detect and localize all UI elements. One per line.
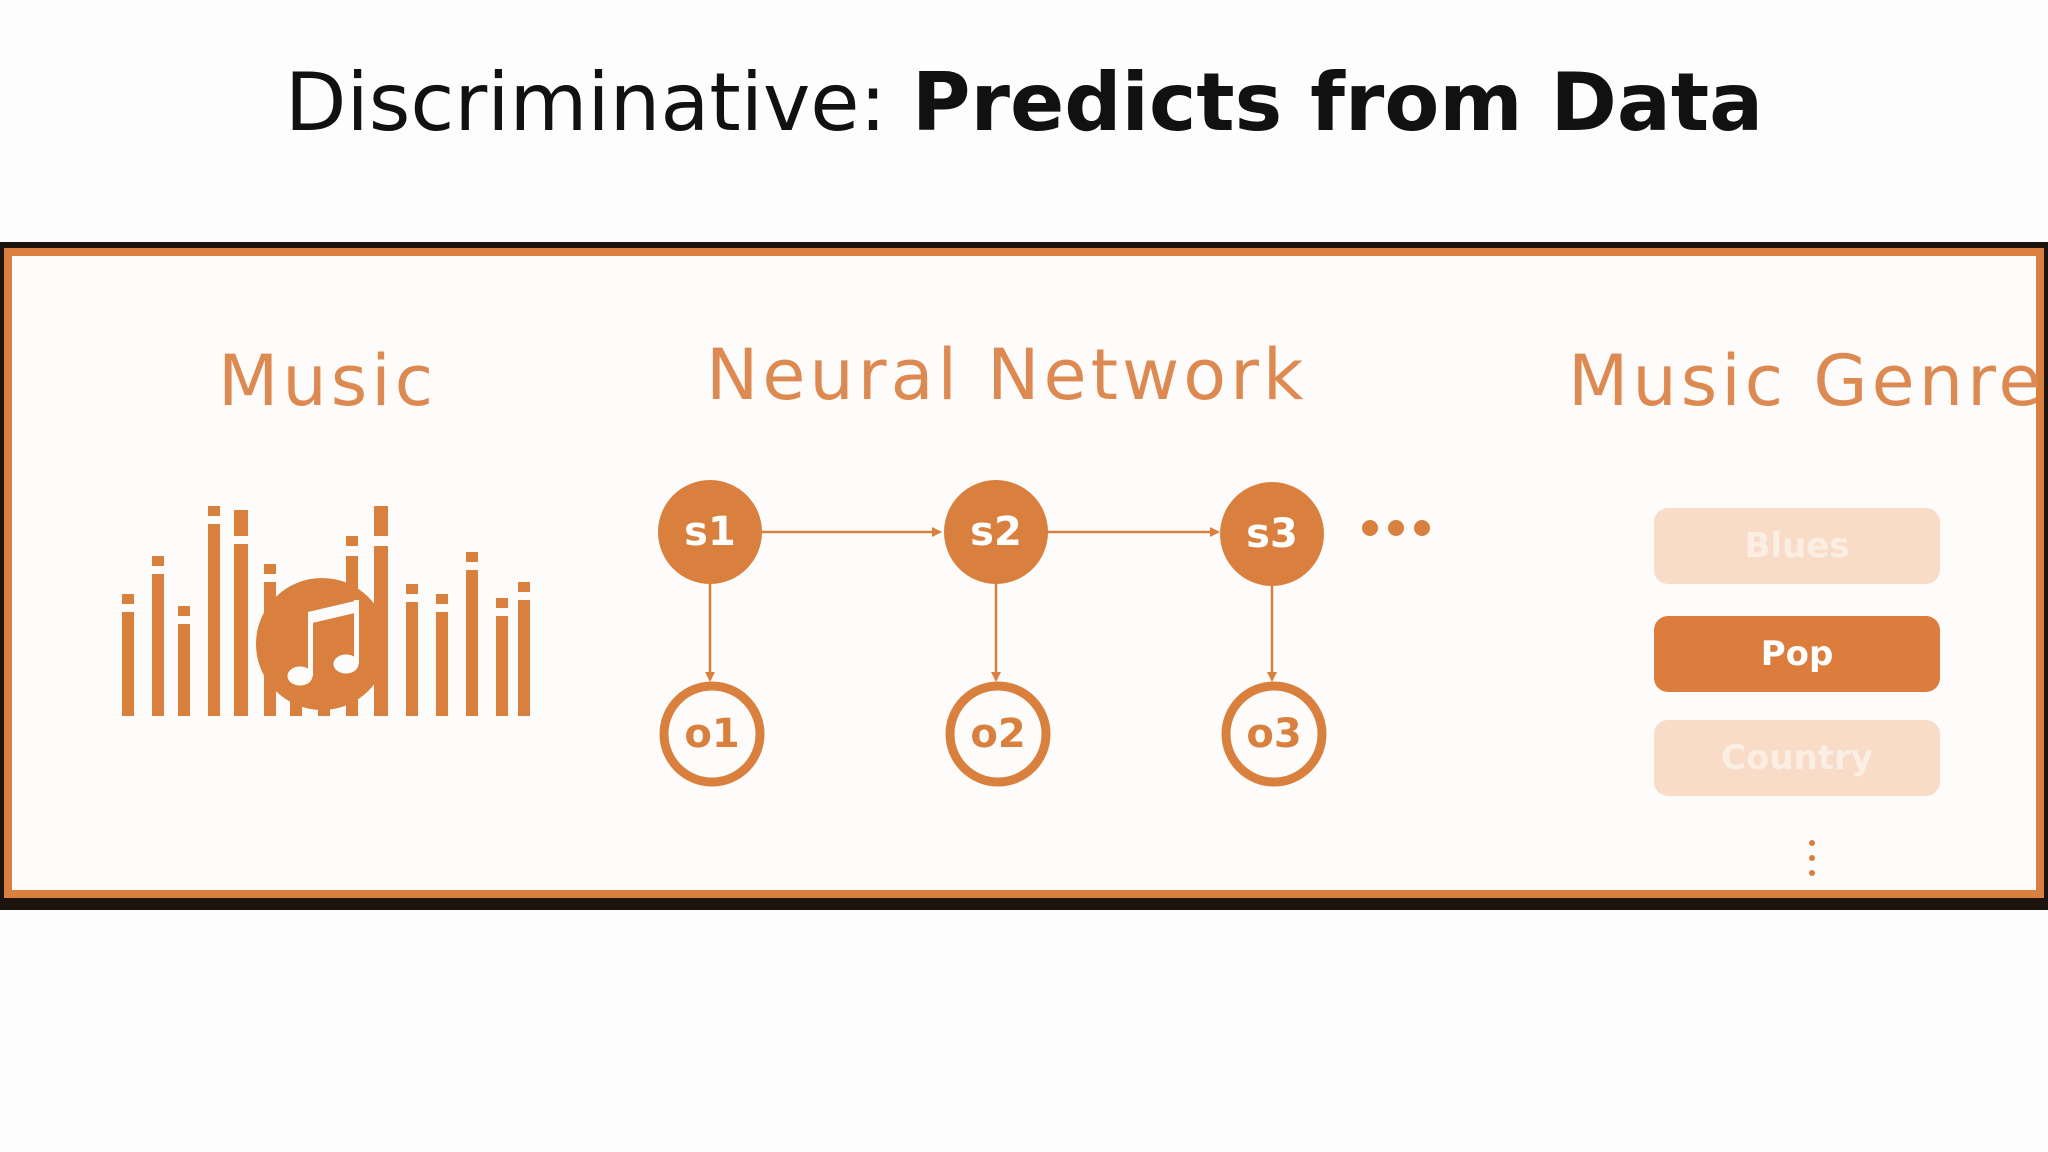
genre-option-pop[interactable]: Pop	[1654, 616, 1940, 692]
genre-option-country[interactable]: Country	[1654, 720, 1940, 796]
horizontal-ellipsis-icon	[1362, 520, 1430, 536]
state-node-s2: s2	[944, 480, 1048, 584]
title-emphasis: Predicts from Data	[911, 56, 1764, 149]
state-node-s1: s1	[658, 480, 762, 584]
network-edges	[705, 527, 1277, 682]
state-node-label: s3	[1246, 511, 1298, 557]
output-node-o2: o2	[945, 681, 1051, 787]
diagram-frame: Music Neural Network Music Genre	[4, 248, 2044, 898]
equalizer-music-note-icon	[122, 506, 530, 716]
vertical-ellipsis-icon	[1809, 840, 1817, 884]
output-node-o1: o1	[659, 681, 765, 787]
output-node-label: o1	[684, 711, 739, 757]
slide-title: Discriminative: Predicts from Data	[0, 56, 2048, 149]
title-prefix: Discriminative:	[284, 56, 912, 149]
state-node-label: s1	[684, 509, 736, 555]
output-node-o3: o3	[1221, 681, 1327, 787]
output-node-label: o2	[970, 711, 1025, 757]
output-node-label: o3	[1246, 711, 1301, 757]
music-genre-heading: Music Genre	[1568, 340, 2046, 422]
diagram-graphics: s1 s2 s3 o1 o2	[122, 480, 1430, 787]
state-node-label: s2	[970, 509, 1022, 555]
neural-network-heading: Neural Network	[706, 334, 1308, 416]
diagram-panel: Music Neural Network Music Genre	[0, 242, 2048, 910]
state-node-s3: s3	[1220, 482, 1324, 586]
genre-option-blues[interactable]: Blues	[1654, 508, 1940, 584]
music-heading: Music	[218, 340, 438, 422]
